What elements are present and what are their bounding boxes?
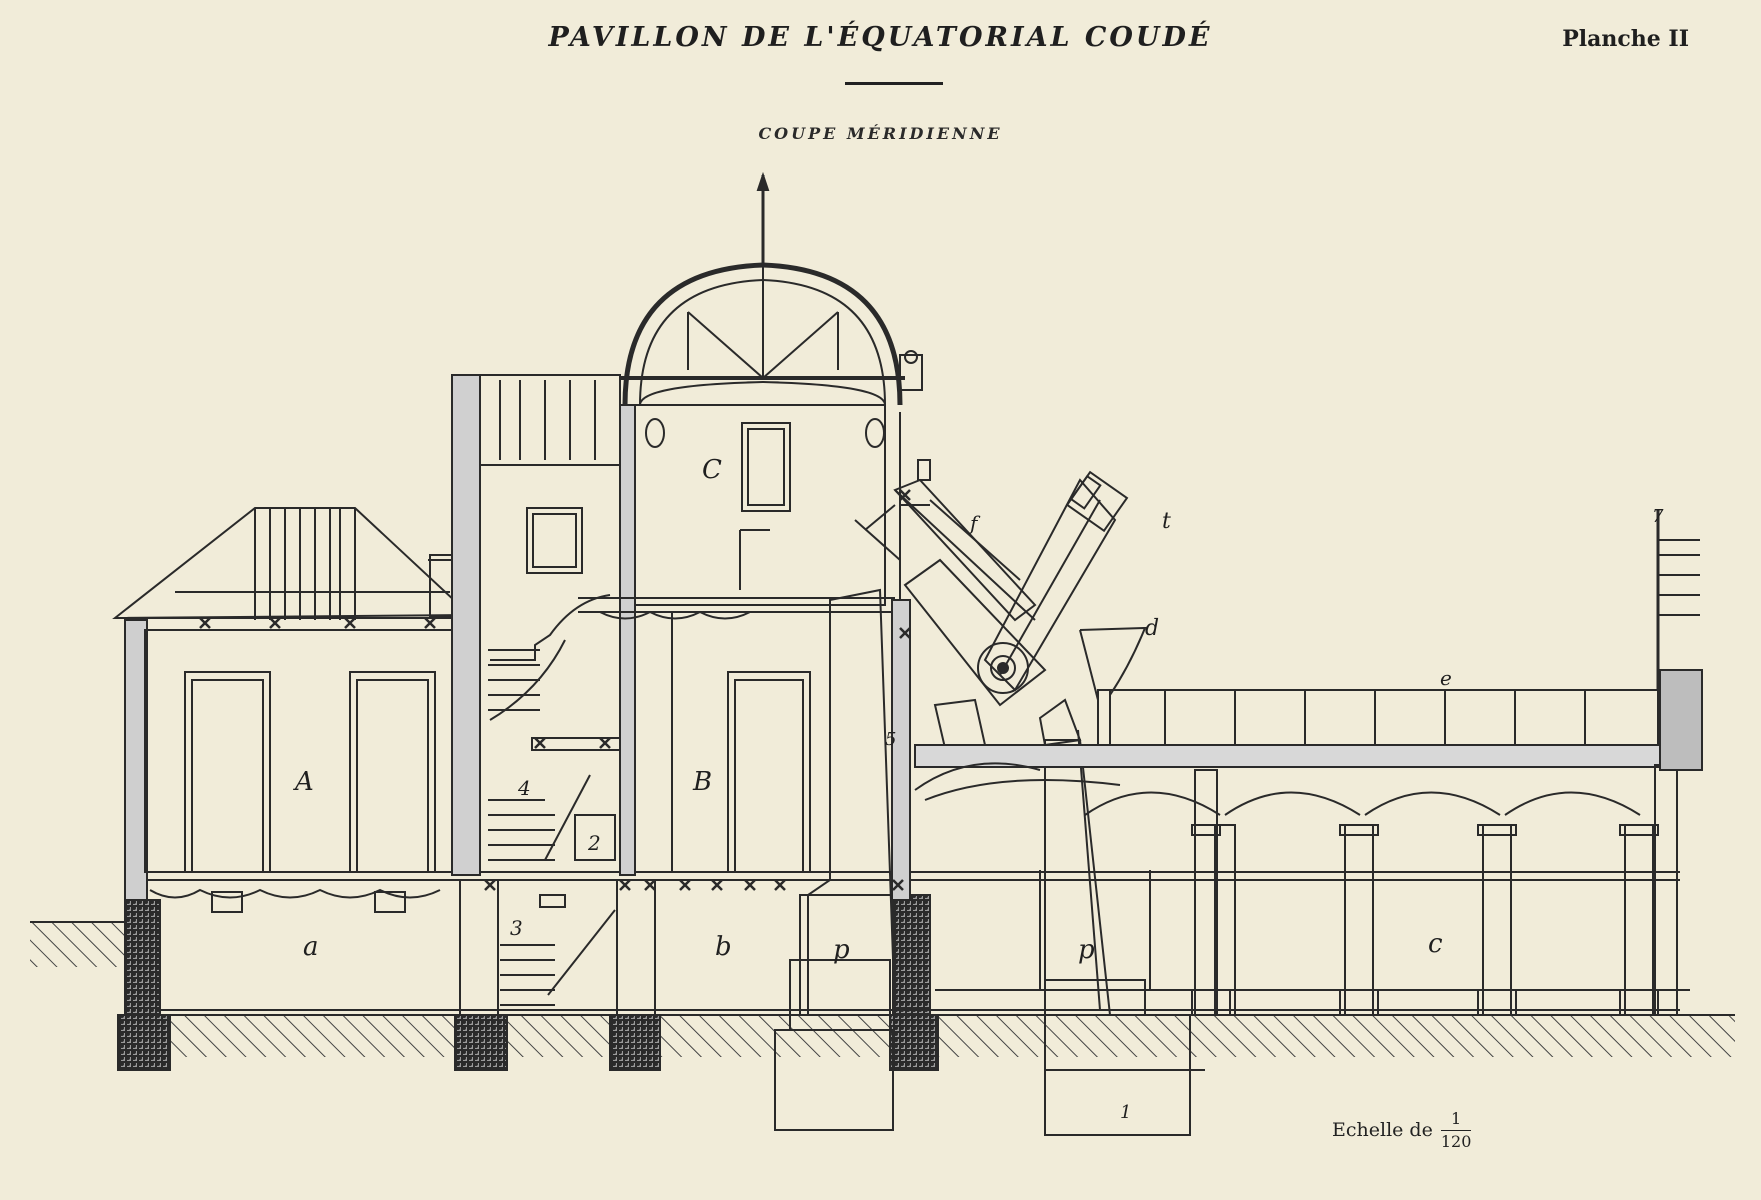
label-p1: p xyxy=(833,935,850,965)
wing-a xyxy=(112,507,473,913)
scale-numerator: 1 xyxy=(1451,1109,1462,1128)
label-1: 1 xyxy=(1120,1102,1131,1123)
label-7: 7 xyxy=(1652,506,1664,527)
arcade xyxy=(914,510,1703,1016)
room-b xyxy=(578,412,931,1131)
label-A: A xyxy=(293,767,314,797)
plate-title: PAVILLON DE L'ÉQUATORIAL COUDÉ xyxy=(548,22,1213,53)
ground-line xyxy=(30,921,1735,1057)
plate-subtitle: COUPE MÉRIDIENNE xyxy=(758,124,1003,143)
label-f: f xyxy=(968,511,981,535)
foundations xyxy=(117,894,939,1071)
label-4: 4 xyxy=(517,776,531,800)
label-C: C xyxy=(702,455,722,485)
label-p2: p xyxy=(1078,935,1095,965)
label-e: e xyxy=(1440,666,1452,690)
plate-number: Planche II xyxy=(1562,26,1689,52)
title-rule xyxy=(845,82,943,85)
scale-fraction: 1 120 xyxy=(1441,1110,1472,1151)
label-5: 5 xyxy=(885,729,896,750)
telescope xyxy=(854,470,1205,1136)
labels: A B C a b c p p d e f t 1 2 3 4 5 7 xyxy=(293,455,1664,1123)
scale-prefix: Echelle de xyxy=(1332,1119,1433,1142)
label-t: t xyxy=(1162,509,1171,534)
label-c: c xyxy=(1428,929,1443,959)
label-2: 2 xyxy=(587,831,601,855)
label-3: 3 xyxy=(510,916,523,940)
label-a: a xyxy=(303,932,319,962)
label-d: d xyxy=(1145,616,1159,641)
label-b: b xyxy=(715,932,732,962)
scale-note: Echelle de 1 120 xyxy=(1332,1110,1471,1151)
scale-denominator: 120 xyxy=(1440,1132,1472,1152)
central-tower xyxy=(451,374,623,1006)
dome xyxy=(619,171,923,876)
floor-braces xyxy=(199,489,911,891)
fraction-bar xyxy=(1441,1129,1472,1132)
label-B: B xyxy=(692,767,712,797)
